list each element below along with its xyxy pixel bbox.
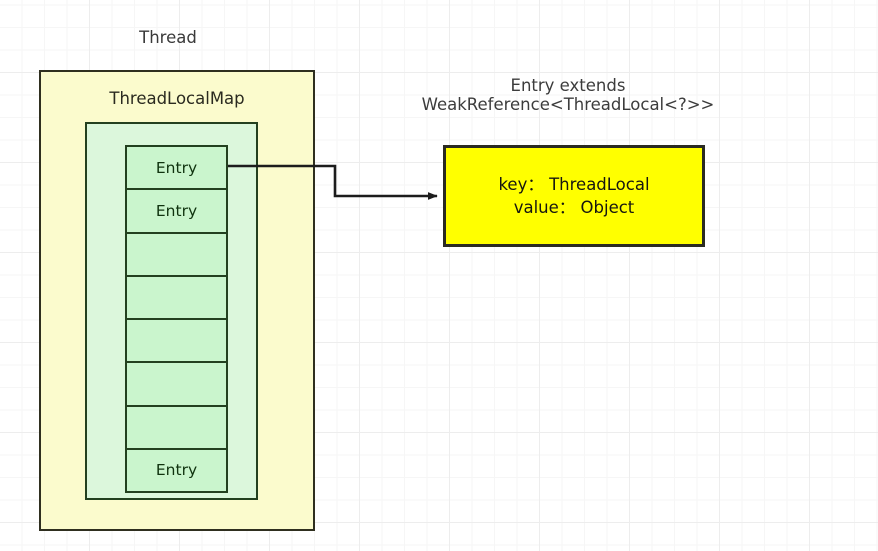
entry-class-line1: Entry extends xyxy=(510,76,626,95)
entry-cell[interactable] xyxy=(127,276,226,320)
entry-class-caption: Entry extends WeakReference<ThreadLocal<… xyxy=(398,76,738,115)
entry-table: Entry Entry Entry xyxy=(125,145,228,493)
threadlocalmap-label: ThreadLocalMap xyxy=(109,89,245,108)
entry-cell[interactable]: Entry xyxy=(127,449,226,493)
entry-value-line: value： Object xyxy=(513,198,635,217)
entry-key-line: key： ThreadLocal xyxy=(498,174,650,194)
entry-cell[interactable]: Entry xyxy=(127,190,226,234)
thread-label: Thread xyxy=(139,28,197,47)
entry-cell[interactable]: Entry xyxy=(127,147,226,191)
entry-cell[interactable] xyxy=(127,363,226,407)
entry-cell[interactable] xyxy=(127,320,226,364)
entry-object-box[interactable]: key： ThreadLocal value： Object xyxy=(443,145,705,247)
entry-cell[interactable] xyxy=(127,406,226,450)
entry-class-line2: WeakReference<ThreadLocal<?>> xyxy=(421,95,715,115)
entry-cell[interactable] xyxy=(127,233,226,277)
